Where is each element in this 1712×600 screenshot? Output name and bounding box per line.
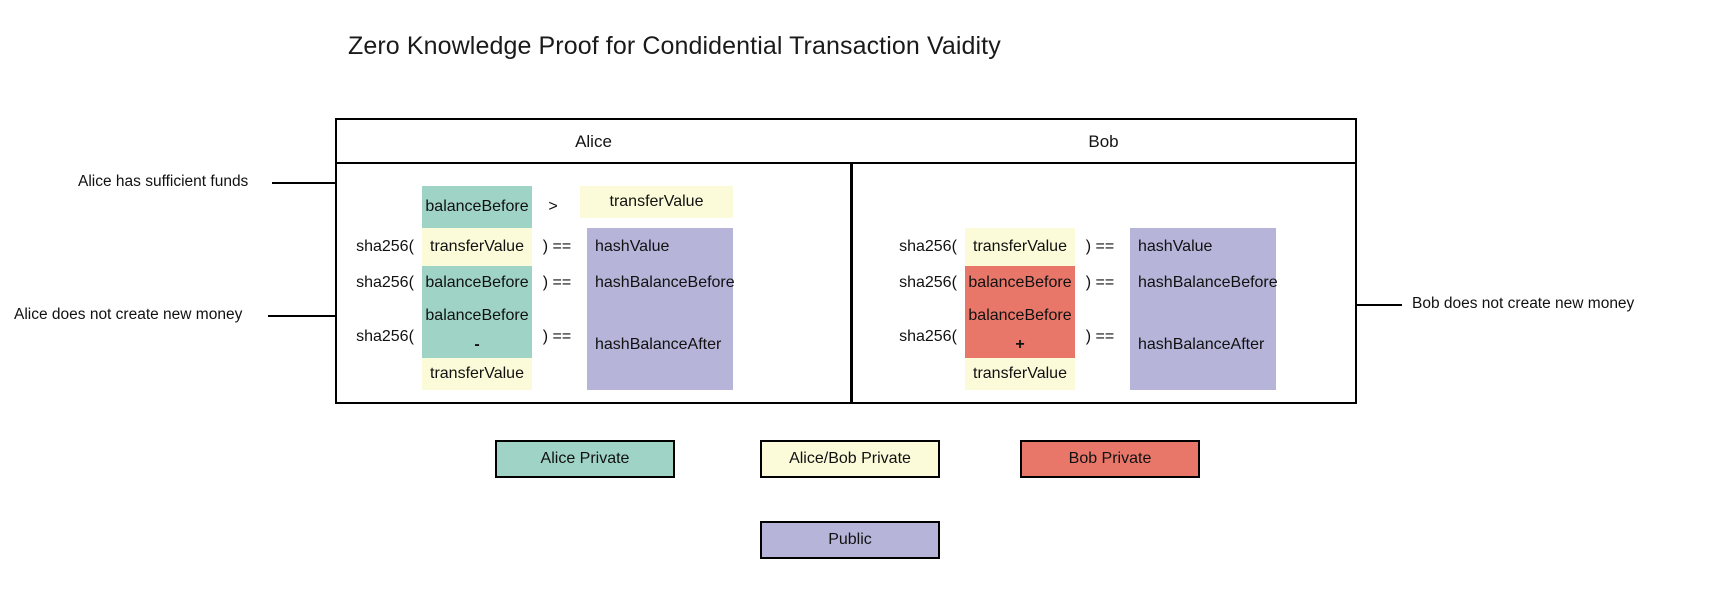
legend-label-alice-private: Alice Private	[540, 450, 630, 467]
bob-prefix-sha256-1: sha256(	[899, 238, 957, 255]
bob-expr-line-plus: +	[965, 332, 1075, 358]
alice-token-hash-balance-after: hashBalanceAfter	[587, 300, 733, 390]
annotation-alice-no-new-money: Alice does not create new money	[14, 306, 243, 323]
bob-prefix-sha256-2: sha256(	[899, 274, 957, 291]
legend-label-bob-private: Bob Private	[1068, 450, 1152, 467]
bob-operator-eq-1: ) ==	[1085, 238, 1115, 255]
legend-item-bob-private: Bob Private	[1020, 440, 1200, 478]
legend-item-alice-private: Alice Private	[495, 440, 675, 478]
bob-expression-balance-after: balanceBefore + transferValue	[965, 300, 1075, 390]
alice-operator-gt: >	[548, 198, 558, 215]
annotation-bob-no-new-money: Bob does not create new money	[1412, 295, 1635, 312]
legend-label-alice-bob-private: Alice/Bob Private	[789, 450, 911, 467]
alice-operator-eq-1: ) ==	[542, 238, 572, 255]
table-header-row: Alice Bob	[337, 120, 1355, 164]
alice-token-hash-value: hashValue	[587, 228, 733, 266]
bob-expr-line-balance-before: balanceBefore	[965, 300, 1075, 332]
bob-token-hash-balance-after: hashBalanceAfter	[1130, 300, 1276, 390]
alice-expr-line-transfer-value: transferValue	[422, 358, 532, 390]
alice-token-hash-balance-before: hashBalanceBefore	[587, 266, 735, 300]
alice-token-transfer-value-1: transferValue	[580, 186, 733, 218]
leader-line-alice-no-new-money	[268, 315, 366, 317]
bob-prefix-sha256-3: sha256(	[899, 328, 957, 345]
bob-token-hash-balance-before: hashBalanceBefore	[1130, 266, 1278, 300]
alice-operator-eq-3: ) ==	[542, 328, 572, 345]
annotation-alice-sufficient-funds: Alice has sufficient funds	[78, 173, 249, 190]
bob-expr-line-transfer-value: transferValue	[965, 358, 1075, 390]
column-divider	[850, 164, 853, 403]
column-header-bob: Bob	[1088, 132, 1119, 151]
alice-token-balance-before-1: balanceBefore	[422, 186, 532, 228]
page-title: Zero Knowledge Proof for Condidential Tr…	[348, 32, 1001, 60]
alice-expression-balance-after: balanceBefore - transferValue	[422, 300, 532, 390]
bob-token-hash-value: hashValue	[1130, 228, 1276, 266]
legend-item-public: Public	[760, 521, 940, 559]
alice-prefix-sha256-3: sha256(	[356, 328, 414, 345]
bob-operator-eq-3: ) ==	[1085, 328, 1115, 345]
alice-expr-line-minus: -	[422, 332, 532, 358]
proof-table: Alice Bob balanceBefore > transferValue …	[335, 118, 1357, 404]
alice-prefix-sha256-2: sha256(	[356, 274, 414, 291]
alice-column: balanceBefore > transferValue sha256( tr…	[337, 164, 850, 403]
alice-token-balance-before-2: balanceBefore	[422, 266, 532, 300]
alice-operator-eq-2: ) ==	[542, 274, 572, 291]
legend-label-public: Public	[828, 531, 872, 548]
bob-column: sha256( transferValue ) == hashValue sha…	[852, 164, 1357, 403]
column-header-alice: Alice	[575, 132, 612, 151]
legend-item-alice-bob-private: Alice/Bob Private	[760, 440, 940, 478]
alice-expr-line-balance-before: balanceBefore	[422, 300, 532, 332]
alice-token-transfer-value-2: transferValue	[422, 228, 532, 266]
bob-operator-eq-2: ) ==	[1085, 274, 1115, 291]
bob-token-balance-before: balanceBefore	[965, 266, 1075, 300]
alice-prefix-sha256-1: sha256(	[356, 238, 414, 255]
bob-token-transfer-value-1: transferValue	[965, 228, 1075, 266]
